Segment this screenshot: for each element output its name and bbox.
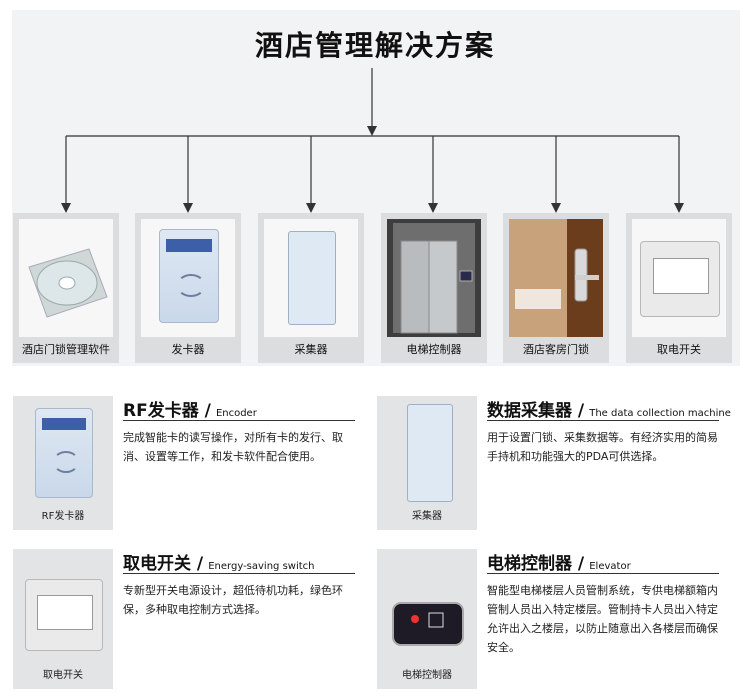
elevator-panel-icon [385,555,469,655]
branch-label: 酒店客房门锁 [523,343,589,356]
feature-heading: 取电开关 / Energy-saving switch [123,549,315,574]
branch-card-collector: 采集器 [258,213,364,363]
feature-heading: RF发卡器 / Encoder [123,396,257,421]
feature-title: 电梯控制器 / [487,554,585,574]
feature-caption: 采集器 [412,511,442,522]
branch-card-elevator: 电梯控制器 [381,213,487,363]
cd-disc-icon [19,219,113,337]
feature-description: 智能型电梯楼层人员管制系统，专供电梯额箱内管制人员出入特定楼层。管制持卡人员出入… [487,584,718,654]
data-collector-icon [264,219,358,337]
card-encoder-icon [21,402,105,502]
branch-label: 酒店门锁管理软件 [22,343,110,356]
feature-heading: 数据采集器 / The data collection machine [487,396,731,421]
branch-card-software: 酒店门锁管理软件 [13,213,119,363]
feature-heading: 电梯控制器 / Elevator [487,549,631,574]
branch-label: 取电开关 [657,343,701,356]
diagram-title: 酒店管理解决方案 [254,29,495,62]
divider [123,420,355,421]
feature-description: 用于设置门锁、采集数据等。有经济实用的简易手持机和功能强大的PDA可供选择。 [487,431,718,463]
branch-label: 发卡器 [171,343,205,356]
feature-caption: RF发卡器 [41,511,85,522]
branch-label: 电梯控制器 [406,343,462,356]
overview-panel [12,10,740,366]
feature-title: 取电开关 / [123,554,204,574]
feature-caption: 电梯控制器 [402,670,452,681]
feature-image-box: 电梯控制器 [377,549,477,689]
feature-subtitle: Energy-saving switch [208,561,315,572]
elevator-icon [387,219,481,337]
feature-image-box: 采集器 [377,396,477,530]
card-encoder-icon [141,219,235,337]
divider [487,420,719,421]
feature-title: 数据采集器 / [487,401,585,421]
feature-description: 专新型开关电源设计，超低待机功耗，绿色环保，多种取电控制方式选择。 [123,584,343,616]
power-switch-icon [21,555,105,655]
divider [123,573,355,574]
data-collector-icon [385,402,469,502]
branch-label: 采集器 [294,343,328,356]
power-switch-icon [632,219,726,337]
feature-caption: 取电开关 [43,670,83,681]
door-lock-icon [509,219,603,337]
feature-title: RF发卡器 / [123,401,211,421]
feature-subtitle: The data collection machine [589,408,731,419]
feature-subtitle: Encoder [215,408,257,419]
feature-image-box: RF发卡器 [13,396,113,530]
divider [487,573,719,574]
feature-description: 完成智能卡的读写操作，对所有卡的发行、取消、设置等工作，和发卡软件配合使用。 [123,431,343,463]
feature-image-box: 取电开关 [13,549,113,689]
branch-card-encoder: 发卡器 [135,213,241,363]
feature-subtitle: Elevator [589,561,631,572]
connector-tree [61,68,684,213]
branch-card-door-lock: 酒店客房门锁 [503,213,609,363]
branch-card-power-switch: 取电开关 [626,213,732,363]
